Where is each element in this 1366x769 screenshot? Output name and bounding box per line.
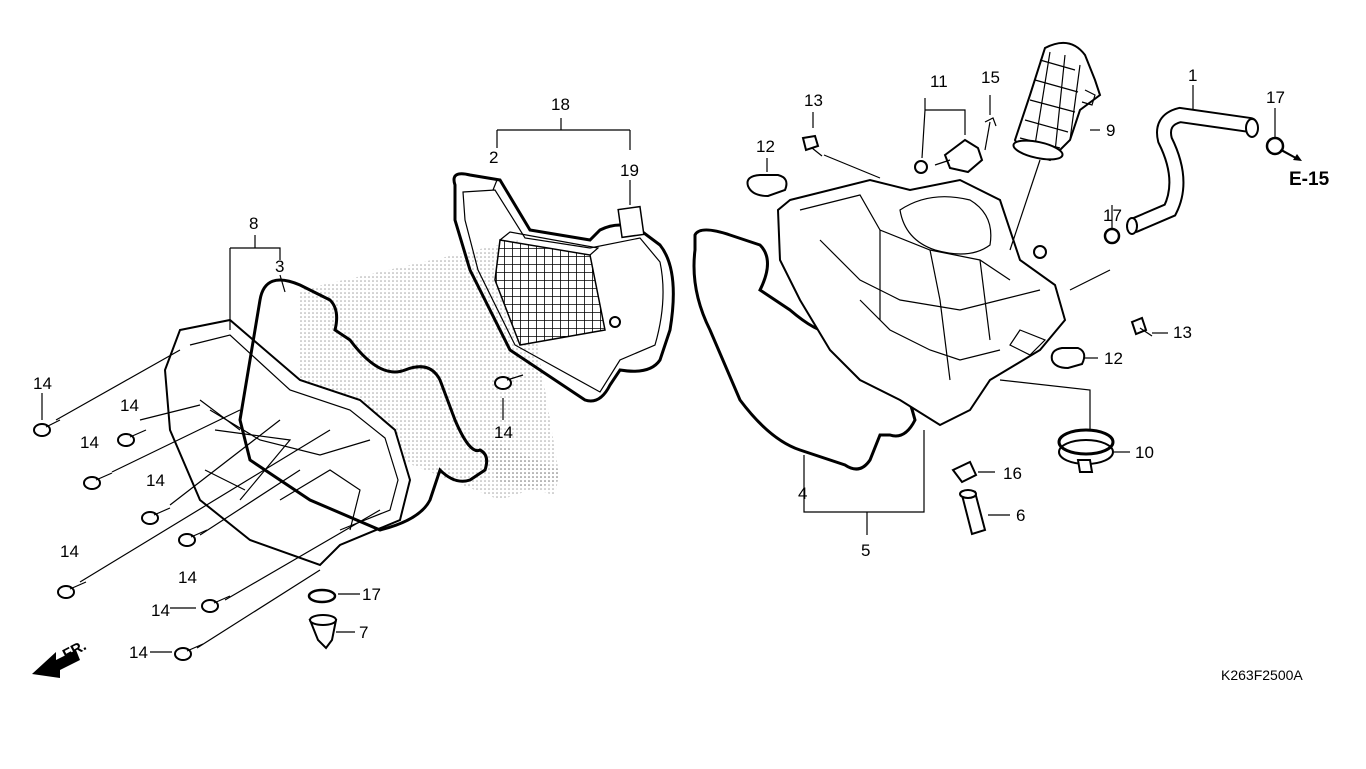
callout-12b[interactable]: 12 [1104,349,1123,368]
callout-12[interactable]: 12 [756,137,775,156]
callout-17[interactable]: 17 [1103,206,1122,225]
callout-14[interactable]: 14 [80,433,99,452]
callout-7[interactable]: 7 [359,623,368,642]
callout-14[interactable]: 14 [129,643,148,662]
callout-19[interactable]: 19 [620,161,639,180]
callout-4[interactable]: 4 [798,484,807,503]
front-direction-arrow-icon [32,650,80,678]
reference-arrowhead-icon [1293,154,1302,161]
exploded-view-shading [490,440,560,495]
callout-2[interactable]: 2 [489,148,498,167]
air-cleaner-case-part [776,178,1067,427]
callout-18[interactable]: 18 [551,95,570,114]
band-part [1057,428,1115,473]
callout-3[interactable]: 3 [275,257,284,276]
callout-14[interactable]: 14 [146,471,165,490]
drain-plug-part [308,614,338,650]
callout-13b[interactable]: 13 [1173,323,1192,342]
callout-9[interactable]: 9 [1106,121,1115,140]
case-gasket-part [692,228,917,471]
reference-section-label[interactable]: E-15 [1289,169,1330,190]
breather-hose-end [1245,118,1259,138]
cap-part [951,460,987,536]
air-filter-element-part [452,172,675,403]
cover-gasket-part [238,278,489,532]
callout-6[interactable]: 6 [1016,506,1025,525]
breather-hose-part [1127,106,1258,233]
figure-code: K263F2500A [1221,667,1303,683]
screw-part [33,374,524,661]
callout-8[interactable]: 8 [249,214,258,233]
callout-11[interactable]: 11 [930,72,948,91]
leader-lines [41,85,1296,653]
breather-hose-end [1126,217,1138,235]
callout-14[interactable]: 14 [120,396,139,415]
label-sticker-part [617,205,645,239]
callout-17[interactable]: 17 [1266,88,1285,107]
breather-hose-part [1129,108,1256,231]
callout-5[interactable]: 5 [861,541,870,560]
callout-14[interactable]: 14 [494,423,513,442]
connecting-tube-part [1012,41,1102,162]
callout-15[interactable]: 15 [981,68,1000,87]
callout-16[interactable]: 16 [1003,464,1022,483]
callout-14[interactable]: 14 [178,568,197,587]
sensor-part [914,117,997,174]
callout-10[interactable]: 10 [1135,443,1154,462]
bolt-part [801,134,1153,337]
rubber-mount-part [746,174,1086,370]
callout-14[interactable]: 14 [151,601,170,620]
callout-13[interactable]: 13 [804,91,823,110]
callout-14[interactable]: 14 [33,374,52,393]
callout-1[interactable]: 1 [1188,66,1197,85]
clip-part [307,136,1285,604]
callout-14[interactable]: 14 [60,542,79,561]
callout-17[interactable]: 17 [362,585,381,604]
